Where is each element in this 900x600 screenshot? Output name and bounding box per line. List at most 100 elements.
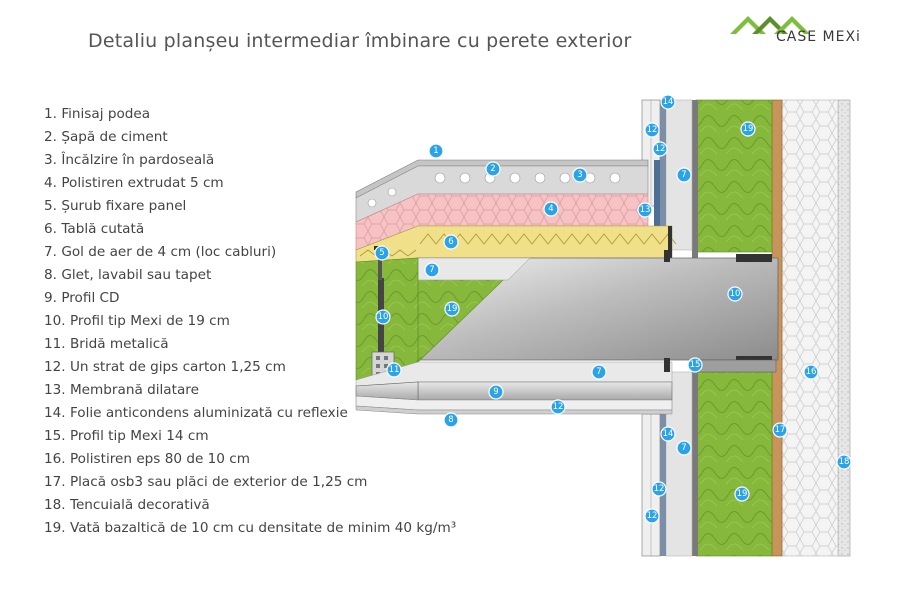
badge-11: 11 [386, 362, 402, 378]
svg-text:11: 11 [389, 365, 400, 375]
legend-item: 18. Tencuială decorativă [44, 494, 456, 517]
logo-text: CASE MEXi [776, 29, 861, 45]
svg-text:15: 15 [690, 360, 701, 370]
legend-item: 19. Vată bazaltică de 10 cm cu densitate… [44, 517, 456, 540]
legend-label: Folie anticondens aluminizată cu reflexi… [69, 405, 348, 421]
svg-text:18: 18 [839, 457, 850, 467]
badge-12-ceiling: 12 [550, 399, 566, 415]
diagram-title: Detaliu planșeu intermediar îmbinare cu … [88, 30, 632, 52]
svg-text:8: 8 [448, 415, 453, 425]
legend-number: 3. [44, 152, 57, 168]
svg-text:12: 12 [654, 484, 665, 494]
badge-19-floor: 19 [444, 301, 460, 317]
badge-17: 17 [772, 422, 788, 438]
legend-item: 2. Șapă de ciment [44, 126, 456, 149]
legend-label: Tablă cutată [61, 221, 145, 237]
legend-item: 7. Gol de aer de 4 cm (loc cabluri) [44, 241, 456, 264]
badge-5: 5 [374, 245, 390, 261]
legend-number: 5. [44, 198, 57, 214]
legend-item: 3. Încălzire în pardoseală [44, 149, 456, 172]
badge-8: 8 [443, 412, 459, 428]
legend-number: 6. [44, 221, 57, 237]
svg-text:10: 10 [378, 312, 389, 322]
badge-14-lower: 14 [660, 426, 676, 442]
corrugated-sheet-layer [355, 225, 673, 263]
legend-number: 13. [44, 382, 66, 398]
legend-label: Un strat de gips carton 1,25 cm [69, 359, 286, 375]
svg-text:17: 17 [775, 425, 786, 435]
badge-15: 15 [687, 357, 703, 373]
legend-item: 9. Profil CD [44, 287, 456, 310]
legend-number: 17. [44, 474, 66, 490]
mexi-14-profile-link [691, 359, 777, 373]
legend-number: 12. [44, 359, 66, 375]
legend-label: Polistiren extrudat 5 cm [61, 175, 224, 191]
legend-item: 10. Profil tip Mexi de 19 cm [44, 310, 456, 333]
svg-text:14: 14 [663, 429, 674, 439]
svg-text:3: 3 [577, 170, 582, 180]
legend-number: 10. [44, 313, 66, 329]
badge-18: 18 [836, 454, 852, 470]
exterior-wall [641, 99, 851, 557]
badge-3: 3 [572, 167, 588, 183]
badge-6: 6 [443, 234, 459, 250]
mineral-wool-lower [695, 371, 773, 557]
legend-label: Profil CD [61, 290, 120, 306]
legend-number: 18. [44, 497, 66, 513]
legend-number: 15. [44, 428, 66, 444]
svg-text:16: 16 [806, 367, 817, 377]
legend-item: 11. Bridă metalică [44, 333, 456, 356]
svg-text:2: 2 [490, 164, 495, 174]
legend-label: Șurub fixare panel [61, 198, 187, 214]
legend-number: 16. [44, 451, 66, 467]
legend-number: 7. [44, 244, 57, 260]
svg-text:7: 7 [429, 265, 434, 275]
badge-1: 1 [428, 143, 444, 159]
badge-10-beam: 10 [727, 286, 743, 302]
badge-16: 16 [803, 364, 819, 380]
svg-text:12: 12 [647, 511, 658, 521]
svg-text:9: 9 [493, 387, 498, 397]
legend-number: 1. [44, 106, 57, 122]
svg-text:19: 19 [737, 489, 748, 499]
legend-label: Bridă metalică [69, 336, 169, 352]
badge-12-wall-2: 12 [652, 141, 668, 157]
legend-item: 17. Placă osb3 sau plăci de exterior de … [44, 471, 456, 494]
legend-label: Profil tip Mexi de 19 cm [69, 313, 230, 329]
legend-list: 1. Finisaj podea 2. Șapă de ciment 3. În… [44, 103, 456, 540]
svg-text:7: 7 [681, 443, 686, 453]
cd-profile [417, 381, 673, 401]
legend-label: Gol de aer de 4 cm (loc cabluri) [61, 244, 277, 260]
legend-item: 15. Profil tip Mexi 14 cm [44, 425, 456, 448]
legend-label: Placă osb3 sau plăci de exterior de 1,25… [69, 474, 368, 490]
number-badges: 1 2 3 4 5 6 7 7 7 7 8 9 10 10 11 12 12 1… [374, 94, 852, 524]
legend-item: 4. Polistiren extrudat 5 cm [44, 172, 456, 195]
badge-10-edge: 10 [375, 309, 391, 325]
foil-layer-upper [660, 100, 666, 250]
svg-text:7: 7 [681, 170, 686, 180]
badge-7-ceiling: 7 [591, 364, 607, 380]
legend-item: 5. Șurub fixare panel [44, 195, 456, 218]
svg-text:14: 14 [663, 97, 674, 107]
legend-number: 2. [44, 129, 57, 145]
badge-12-wall-3: 12 [651, 481, 667, 497]
legend-item: 1. Finisaj podea [44, 103, 456, 126]
svg-text:12: 12 [553, 402, 564, 412]
legend-number: 11. [44, 336, 66, 352]
legend-number: 14. [44, 405, 66, 421]
legend-number: 9. [44, 290, 57, 306]
badge-14-upper: 14 [660, 94, 676, 110]
svg-text:4: 4 [548, 204, 553, 214]
badge-19-upper: 19 [740, 121, 756, 137]
intermediate-floor [355, 159, 779, 415]
legend-label: Șapă de ciment [61, 129, 168, 145]
svg-text:5: 5 [379, 248, 384, 258]
svg-text:7: 7 [596, 367, 601, 377]
svg-text:10: 10 [730, 289, 741, 299]
legend-label: Finisaj podea [61, 106, 151, 122]
decorative-plaster-layer [837, 99, 851, 557]
ceiling-finish-layer [355, 405, 673, 415]
legend-label: Polistiren eps 80 de 10 cm [69, 451, 250, 467]
legend-label: Membrană dilatare [69, 382, 199, 398]
